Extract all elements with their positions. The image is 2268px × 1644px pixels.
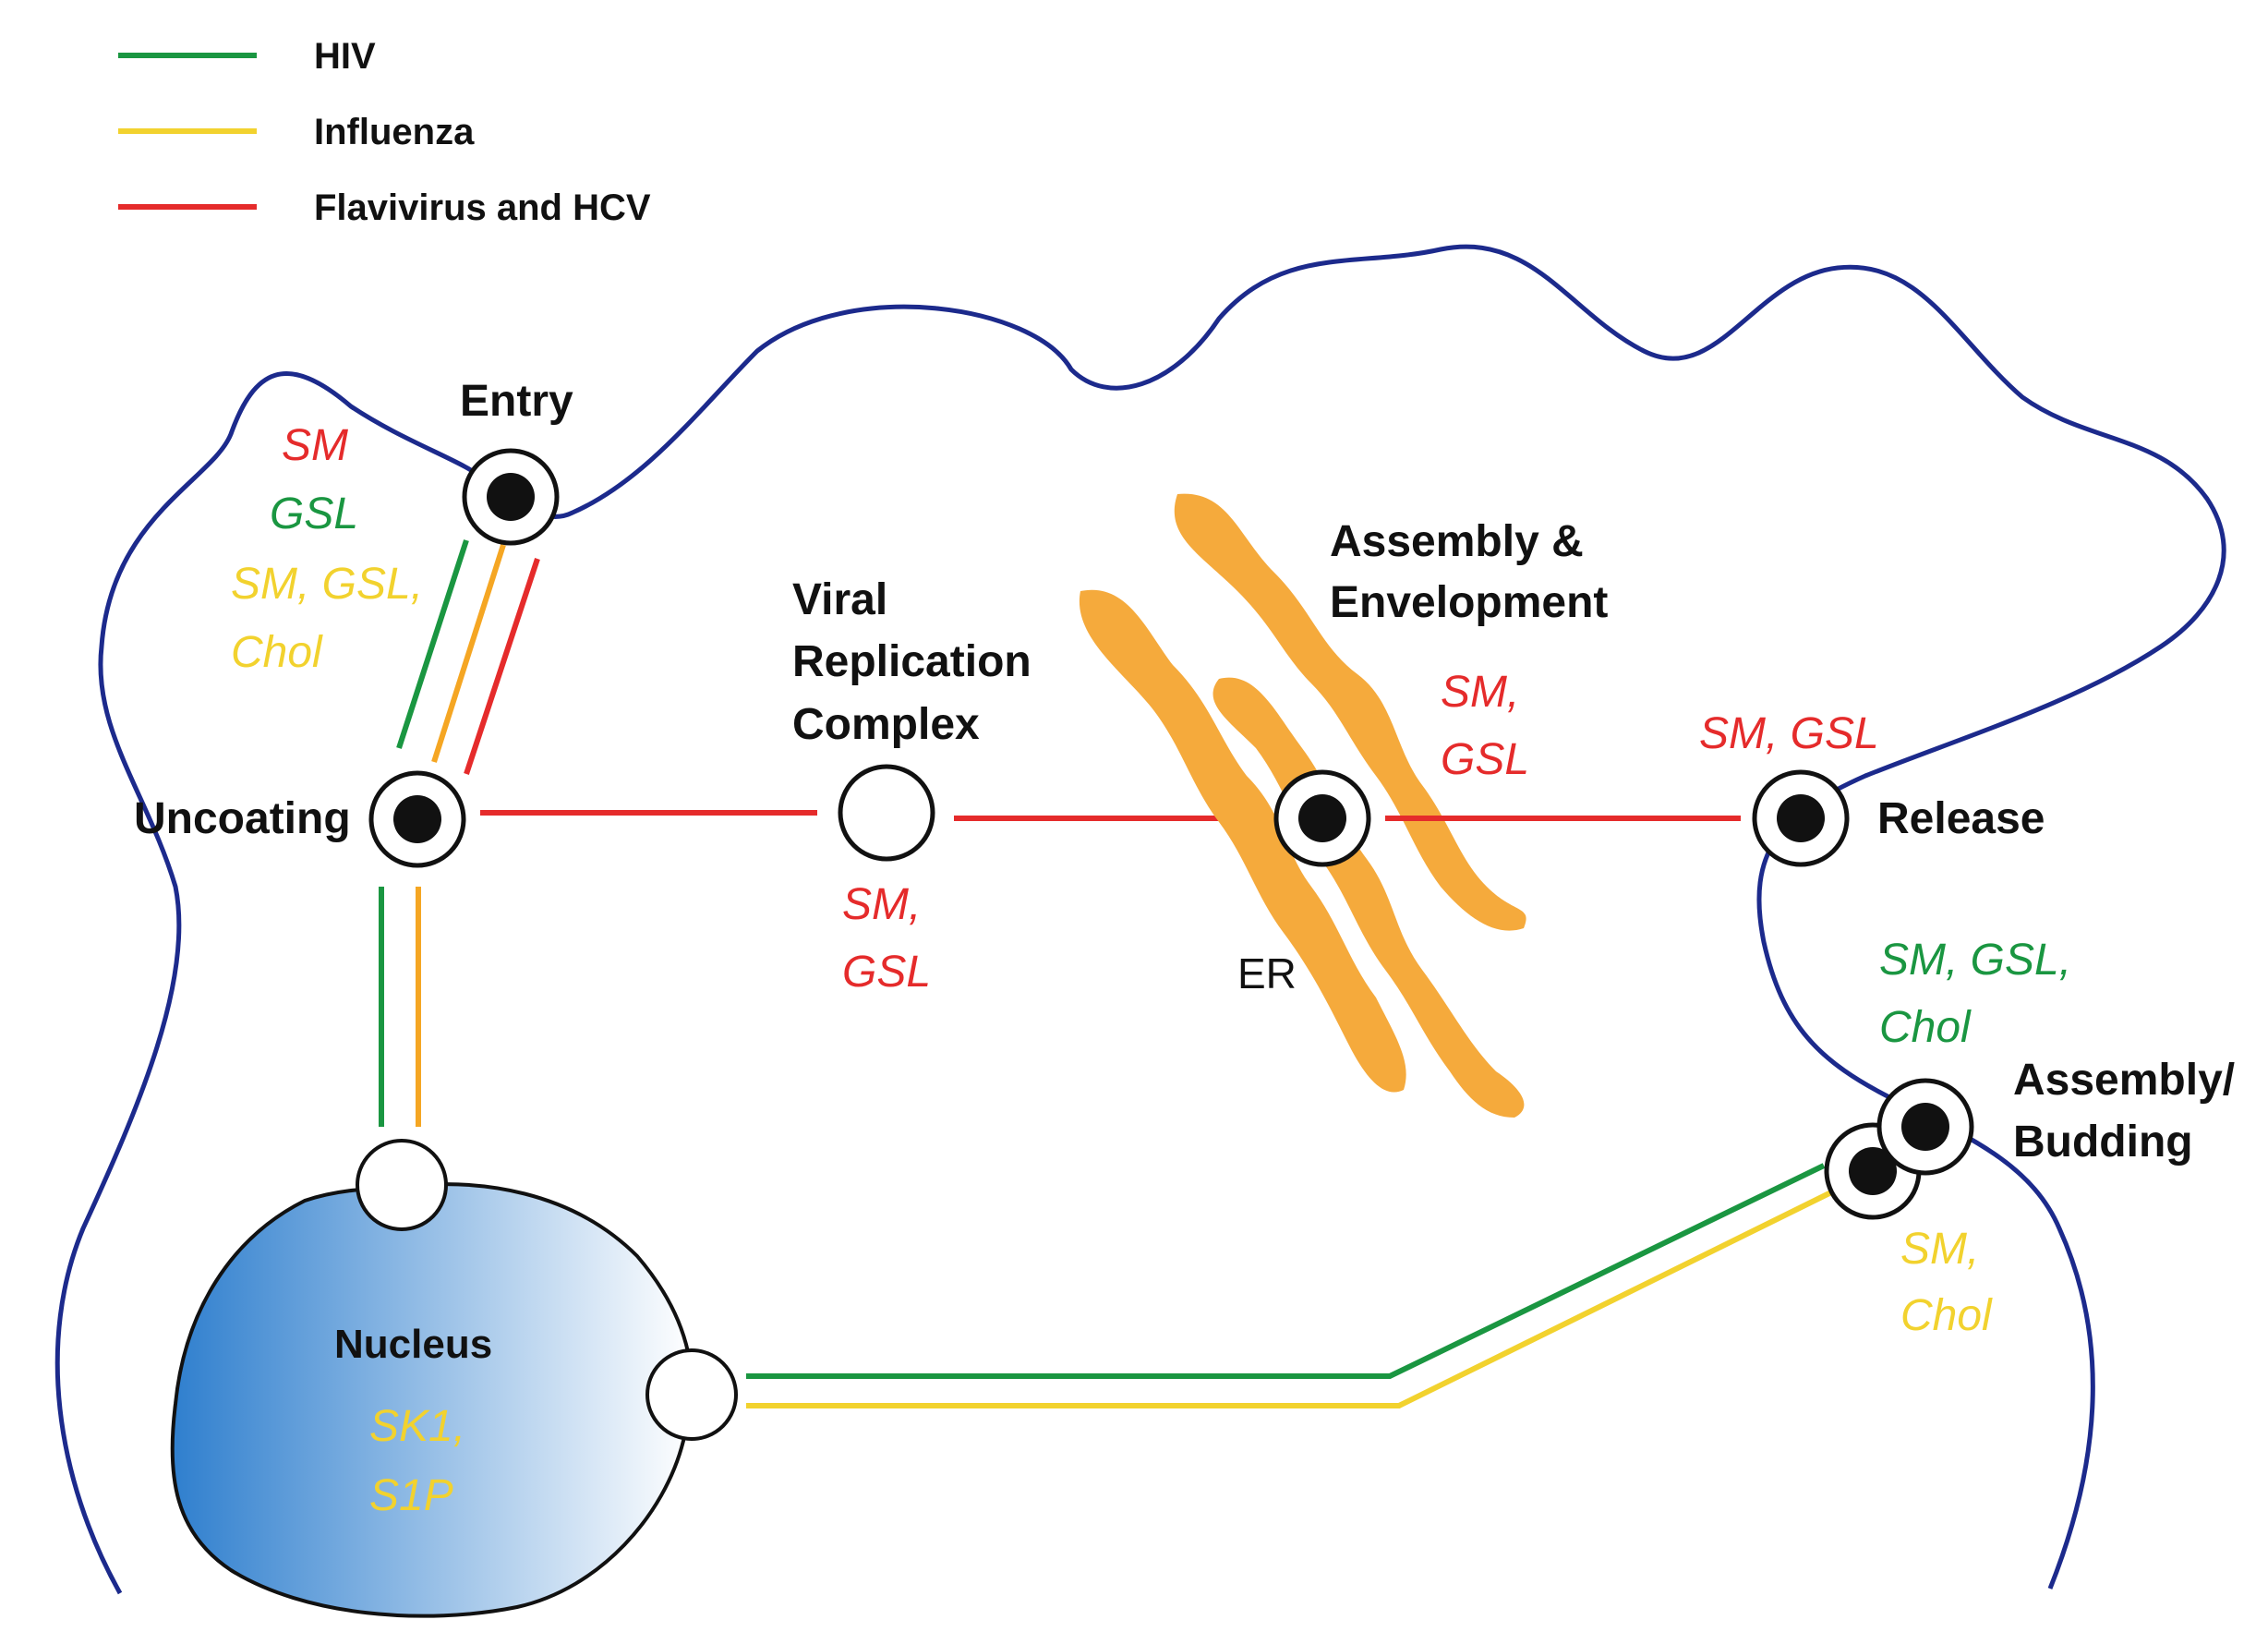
label-complex: Complex xyxy=(792,700,980,749)
label-replication: Replication xyxy=(792,637,1031,686)
lipid-envelopment-2: GSL xyxy=(1441,735,1529,784)
node-release xyxy=(1752,769,1850,867)
lipid-entry-flu-2: Chol xyxy=(231,628,323,677)
cell-membrane xyxy=(54,244,2226,1595)
lipid-release: SM, GSL xyxy=(1699,709,1879,758)
lipid-nucleus-2: S1P xyxy=(369,1471,453,1520)
legend-label-flavivirus: Flavivirus and HCV xyxy=(314,187,651,228)
nucleus xyxy=(170,1182,694,1618)
nuclear-pore-right xyxy=(645,1348,738,1441)
path-entry-uncoating-flavi xyxy=(464,558,540,775)
label-uncoating: Uncoating xyxy=(134,794,351,843)
legend: HIV Influenza Flavivirus and HCV xyxy=(118,36,651,228)
path-nucleus-budding-hiv xyxy=(746,1163,1826,1379)
node-uncoating xyxy=(368,770,466,868)
lipid-envelopment-1: SM, xyxy=(1441,668,1519,717)
lipid-nucleus-1: SK1, xyxy=(369,1402,465,1451)
label-envelopment: Envelopment xyxy=(1330,578,1608,627)
node-envelopment xyxy=(1273,769,1371,867)
label-assembly-and: Assembly & xyxy=(1330,517,1584,566)
label-nucleus: Nucleus xyxy=(334,1322,492,1367)
lipid-replication-1: SM, xyxy=(842,880,921,929)
lipid-budding-flu-1: SM, xyxy=(1900,1225,1979,1274)
lipid-budding-hiv-1: SM, GSL, xyxy=(1879,936,2071,985)
lipid-entry-hiv: GSL xyxy=(270,490,358,538)
lipid-entry-flu-1: SM, GSL, xyxy=(231,560,423,609)
label-assembly: Assembly/ xyxy=(2013,1056,2235,1105)
node-entry xyxy=(462,448,560,546)
label-release: Release xyxy=(1877,794,2045,843)
lipid-budding-hiv-2: Chol xyxy=(1879,1003,1972,1052)
legend-label-hiv: HIV xyxy=(314,36,376,77)
label-entry: Entry xyxy=(460,377,573,426)
lipid-budding-flu-2: Chol xyxy=(1900,1291,1993,1340)
path-entry-uncoating-flu xyxy=(431,544,506,763)
lipid-entry-flavi: SM xyxy=(282,421,348,470)
label-er: ER xyxy=(1237,949,1297,997)
label-viral: Viral xyxy=(792,575,887,624)
path-entry-uncoating-hiv xyxy=(396,539,469,749)
label-budding: Budding xyxy=(2013,1118,2193,1167)
path-nucleus-budding-flu xyxy=(746,1189,1835,1408)
lipid-replication-2: GSL xyxy=(842,948,931,997)
legend-label-influenza: Influenza xyxy=(314,112,475,152)
node-viral-replication xyxy=(838,764,935,862)
nuclear-pore-top xyxy=(356,1139,448,1231)
node-assembly-budding xyxy=(1824,1078,1974,1220)
